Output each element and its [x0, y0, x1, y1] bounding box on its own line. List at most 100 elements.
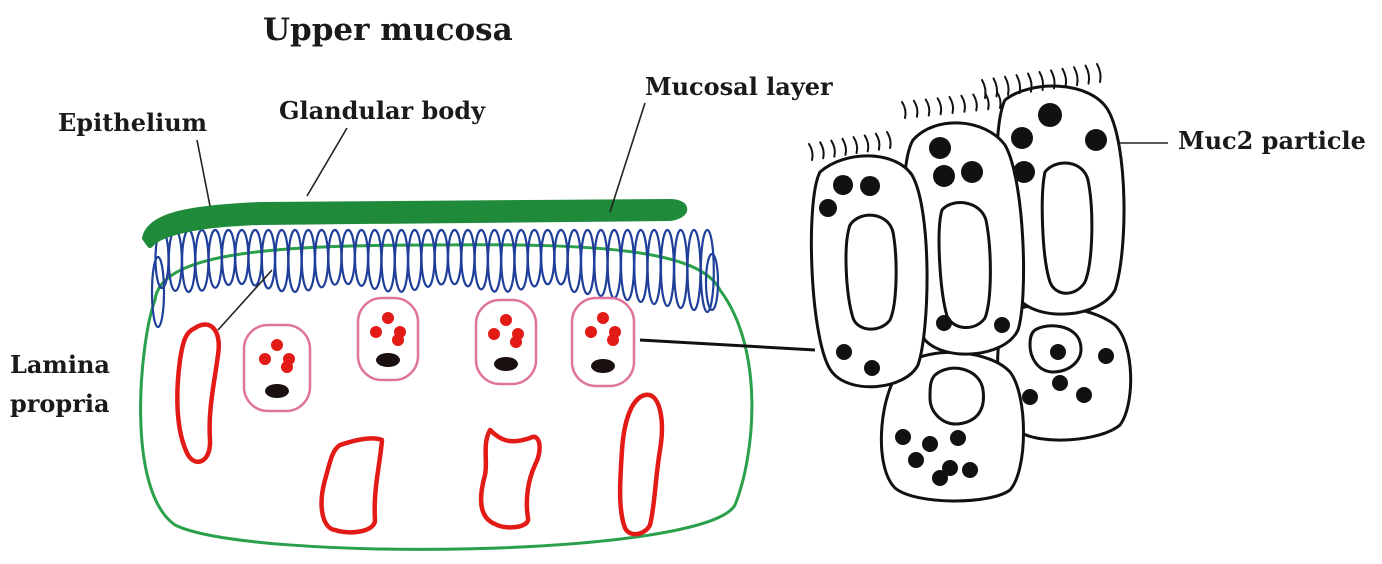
microvillus — [1063, 69, 1067, 87]
muc2-particle-dot — [1076, 387, 1092, 403]
muc2-particle-dot — [962, 462, 978, 478]
gland-loop — [475, 230, 488, 289]
muc2-particle-dot — [836, 344, 852, 360]
label-mucosal-layer: Mucosal layer — [645, 74, 833, 99]
microvillus — [950, 97, 954, 113]
cell-right-nucleus — [1042, 163, 1092, 293]
gland-loop — [461, 230, 474, 286]
microvillus — [887, 132, 891, 148]
muc2-particle-dot — [929, 137, 951, 159]
muc2-particle-dot — [933, 165, 955, 187]
gland-loop — [302, 230, 315, 290]
gland-loop — [608, 230, 621, 298]
label-glandular-body: Glandular body — [279, 98, 485, 123]
microvillus — [914, 101, 918, 117]
gland-loop — [408, 230, 421, 290]
gland-loop — [648, 230, 661, 304]
goblet-granule — [392, 334, 404, 346]
cell-cluster — [811, 86, 1130, 501]
muc2-particle-dot — [922, 436, 938, 452]
vessel-4 — [620, 395, 662, 534]
diagram-title: Upper mucosa — [263, 14, 513, 47]
goblet-cell — [358, 298, 418, 380]
gland-loop — [275, 230, 288, 291]
gland-loop — [515, 230, 528, 290]
muc2-particle-dot — [864, 360, 880, 376]
gland-loop — [249, 230, 262, 285]
gland-loop — [368, 230, 381, 289]
muc2-particle-dot — [895, 429, 911, 445]
microvillus — [1097, 64, 1101, 82]
goblet-nucleus — [494, 357, 518, 371]
goblet-cell — [244, 325, 310, 411]
cell-left-nucleus — [846, 215, 896, 329]
goblet-granule — [500, 314, 512, 326]
microvillus — [1017, 75, 1021, 93]
gland-loop — [182, 230, 195, 292]
muc2-particle-dot — [833, 175, 853, 195]
goblet-granule — [271, 339, 283, 351]
mucosal-layer-band — [145, 202, 684, 245]
muc2-particle-dot — [950, 430, 966, 446]
microvillus — [1074, 67, 1078, 85]
goblet-granule — [510, 336, 522, 348]
label-epithelium: Epithelium — [58, 110, 207, 135]
microvillus — [982, 80, 986, 98]
microvillus — [876, 134, 880, 150]
microvillus — [831, 141, 835, 157]
connector-line — [640, 340, 815, 350]
microvillus — [961, 96, 965, 112]
gland-loop — [568, 230, 581, 292]
goblet-nucleus — [376, 353, 400, 367]
gland-loop — [422, 230, 435, 287]
goblet-cell — [476, 300, 536, 384]
leader-epithelium — [197, 140, 210, 206]
microvillus — [973, 95, 977, 111]
muc2-particle-dot — [936, 315, 952, 331]
gland-loop — [488, 230, 501, 292]
cell-middle-nucleus — [939, 203, 990, 328]
muc2-particle-dot — [1050, 344, 1066, 360]
muc2-particle-dot — [961, 161, 983, 183]
goblet-granule — [607, 334, 619, 346]
goblet-granule — [370, 326, 382, 338]
gland-loop — [315, 230, 328, 287]
leader-mucosal-layer — [610, 103, 645, 212]
muc2-particle-dot — [908, 452, 924, 468]
muc2-particle-dot — [860, 176, 880, 196]
gland-loop — [541, 230, 554, 284]
muc2-particle-dot — [1011, 127, 1033, 149]
cell-bottom-center-nucleus — [930, 368, 983, 424]
vessel-1 — [177, 324, 218, 461]
microvillus — [809, 144, 813, 160]
muc2-particle-dot — [1085, 129, 1107, 151]
microvillus — [926, 100, 930, 116]
gland-loop — [448, 230, 461, 284]
goblet-nucleus — [265, 384, 289, 398]
gland-loop — [328, 230, 341, 285]
goblet-granule — [597, 312, 609, 324]
gland-loop — [528, 230, 541, 286]
goblet-granule — [585, 326, 597, 338]
microvillus — [902, 102, 906, 118]
leader-glandular-body — [307, 128, 347, 196]
gland-loop — [169, 230, 182, 291]
goblet-granule — [382, 312, 394, 324]
muc2-particle-dot — [932, 470, 948, 486]
gland-loop — [594, 230, 607, 296]
label-lamina-propria-line2: propria — [10, 391, 110, 416]
microvillus — [994, 78, 998, 96]
microvillus — [1086, 66, 1090, 84]
vessel-3 — [481, 430, 539, 527]
gland-loop — [674, 230, 687, 308]
microvillus — [865, 135, 869, 151]
microvillus — [938, 98, 942, 114]
microvillus — [820, 142, 824, 158]
vessel-2 — [322, 438, 382, 532]
muc2-particle-dot — [1013, 161, 1035, 183]
gland-loop — [435, 230, 448, 284]
gland-loop — [382, 230, 395, 291]
goblet-granule — [488, 328, 500, 340]
gland-loop — [621, 230, 634, 300]
